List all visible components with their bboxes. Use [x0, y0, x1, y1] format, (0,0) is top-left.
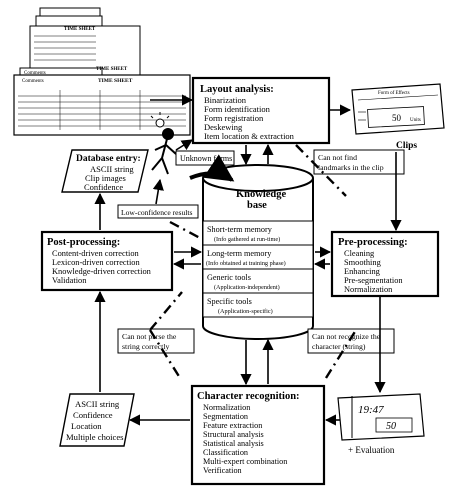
- character-recognition-item: Classification: [203, 448, 248, 457]
- character-recognition-box: Character recognition: Normalization Seg…: [190, 384, 326, 486]
- pre-processing-item: Smoothing: [344, 258, 382, 267]
- knowledge-base: Knowledge base Short-term memory (Info g…: [202, 164, 314, 340]
- cannot-recognize-text-1: Can not recognize the: [312, 332, 381, 341]
- cannot-parse-text-2: string correctly: [122, 342, 170, 351]
- output-item: Multiple choices: [66, 432, 124, 442]
- character-recognition-item: Normalization: [203, 403, 250, 412]
- post-processing-box: Post-processing: Content-driven correcti…: [40, 230, 174, 292]
- handwriting-image: 19:47 50: [337, 393, 425, 441]
- handwriting-bottom: 50: [386, 421, 396, 432]
- layout-analysis-item: Binarization: [204, 95, 247, 105]
- post-processing-item: Content-driven correction: [52, 249, 140, 258]
- cannot-recognize-label: Can not recognize the character (string): [307, 328, 395, 354]
- clip-unit: Units: [410, 118, 421, 123]
- database-entry-item: Confidence: [84, 182, 123, 192]
- kb-section-note: (Info gathered at run-time): [214, 236, 280, 243]
- database-entry-item: ASCII string: [90, 164, 134, 174]
- time-sheet-label-3: TIME SHEET: [64, 27, 96, 32]
- time-sheet-label-2: TIME SHEET: [96, 67, 128, 72]
- pre-processing-item: Cleaning: [344, 249, 375, 258]
- kb-section-note: (Application-specific): [218, 308, 273, 315]
- time-sheet-label: TIME SHEET: [98, 78, 133, 84]
- knowledge-base-title-2: base: [247, 200, 267, 211]
- character-recognition-item: Structural analysis: [203, 430, 264, 439]
- clip-value: 50: [392, 113, 402, 123]
- layout-analysis-item: Form identification: [204, 104, 271, 114]
- unknown-forms-label: Unknown forms: [175, 150, 235, 166]
- character-recognition-item: Multi-expert combination: [203, 457, 287, 466]
- pre-processing-item: Normalization: [344, 285, 393, 294]
- form-stack-image: TIME SHEET TIME SHEET TIME SHEET Comment…: [13, 7, 191, 136]
- lightbulb-icon: [150, 112, 170, 128]
- database-entry-item: Clip images: [85, 173, 126, 183]
- kb-section-note: (Application-independent): [214, 284, 280, 291]
- cannot-parse-text-1: Can not parse the: [122, 332, 177, 341]
- low-confidence-label: Low-confidence results: [117, 204, 199, 219]
- kb-section-name: Long-term memory: [207, 249, 272, 258]
- character-recognition-item: Statistical analysis: [203, 439, 264, 448]
- pre-processing-item: Pre-segmentation: [344, 276, 403, 285]
- character-recognition-item: Feature extraction: [203, 421, 262, 430]
- pre-processing-box: Pre-processing: Cleaning Smoothing Enhan…: [330, 230, 440, 298]
- handwriting-top: 19:47: [358, 404, 384, 416]
- cannot-find-text-2: landmarks in the clip: [318, 163, 384, 172]
- clip-header-text: Form of Effects: [378, 91, 410, 96]
- kb-section-name: Short-term memory: [207, 225, 273, 234]
- post-processing-item: Validation: [52, 276, 87, 285]
- feedback-paths: [148, 144, 358, 379]
- character-recognition-item: Verification: [203, 466, 242, 475]
- layout-analysis-item: Form registration: [204, 113, 264, 123]
- layout-analysis-item: Deskewing: [204, 122, 243, 132]
- pre-processing-item: Enhancing: [344, 267, 381, 276]
- output-item: Location: [71, 421, 102, 431]
- layout-analysis-item: Item location & extraction: [204, 131, 295, 141]
- form-corner-label-2: Comments: [24, 71, 46, 76]
- cannot-recognize-text-2: character (string): [312, 342, 366, 351]
- kb-section-note: (Info obtained at training phase): [206, 260, 286, 267]
- knowledge-base-title: Knowledge: [236, 189, 287, 200]
- layout-analysis-box: Layout analysis: Binarization Form ident…: [191, 76, 331, 145]
- kb-section-name: Specific tools: [207, 297, 252, 306]
- character-recognition-title: Character recognition:: [197, 391, 300, 402]
- unknown-forms-text: Unknown forms: [180, 154, 232, 163]
- form-corner-label: Comments: [22, 79, 44, 84]
- output-item: Confidence: [73, 410, 113, 420]
- kb-section-name: Generic tools: [207, 273, 251, 282]
- output-item: ASCII string: [75, 399, 120, 409]
- post-processing-item: Knowledge-driven correction: [52, 267, 152, 276]
- cannot-parse-label: Can not parse the string correctly: [117, 328, 195, 354]
- curved-arrow: [189, 154, 235, 182]
- low-confidence-text: Low-confidence results: [121, 208, 193, 217]
- character-recognition-item: Segmentation: [203, 412, 248, 421]
- database-entry-title: Database entry:: [76, 154, 141, 164]
- clips-label: Clips: [396, 141, 417, 151]
- evaluation-label: + Evaluation: [348, 445, 395, 455]
- person-icon: [151, 128, 177, 175]
- output-box: ASCII string Confidence Location Multipl…: [59, 393, 135, 447]
- cannot-find-landmarks-label: Can not find landmarks in the clip: [313, 149, 405, 175]
- pre-processing-title: Pre-processing:: [338, 237, 408, 248]
- post-processing-title: Post-processing:: [47, 237, 120, 248]
- post-processing-item: Lexicon-driven correction: [52, 258, 140, 267]
- clip-image: Form of Effects 50 Units: [351, 83, 445, 135]
- cannot-find-text-1: Can not find: [318, 153, 357, 162]
- database-entry-box: Database entry: ASCII string Clip images…: [61, 149, 149, 193]
- flow-arrows: [94, 94, 402, 426]
- layout-analysis-title: Layout analysis:: [200, 84, 274, 95]
